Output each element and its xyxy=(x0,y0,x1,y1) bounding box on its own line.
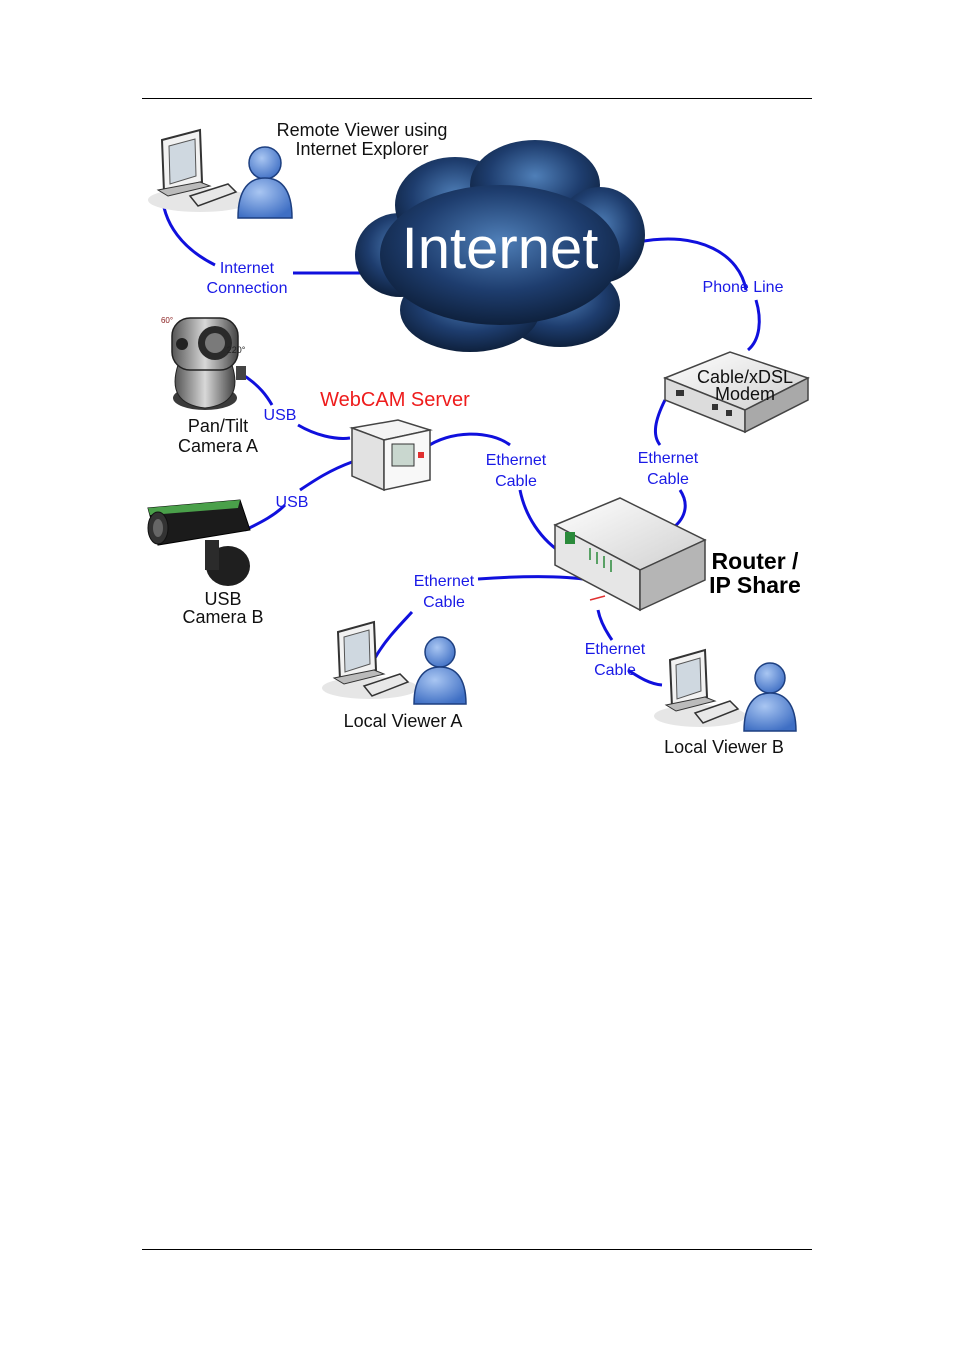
camera-a-angle-60: 60° xyxy=(161,316,173,325)
remote-viewer-person-icon xyxy=(237,146,293,219)
ethernet-modem-label-2: Cable xyxy=(647,471,689,488)
modem-label-2: Modem xyxy=(715,384,775,404)
internet-connection-label-1: Internet xyxy=(220,260,275,277)
link-phone-line xyxy=(637,237,748,291)
ethernet-server-label-2: Cable xyxy=(495,473,537,490)
router-label-2: IP Share xyxy=(709,572,801,598)
link-ethernet-local-a xyxy=(373,610,414,659)
link-server-ethernet xyxy=(424,432,511,450)
usb-a-label: USB xyxy=(264,407,297,424)
modem-device xyxy=(662,351,810,434)
ethernet-local-b-label-1: Ethernet xyxy=(585,641,646,658)
ethernet-server-label-1: Ethernet xyxy=(486,452,547,469)
internet-cloud: Internet xyxy=(355,140,645,352)
link-usb-server-a xyxy=(297,423,351,440)
webcam-server-label: WebCAM Server xyxy=(320,389,470,411)
link-router-ethernet-a xyxy=(477,575,591,582)
local-viewer-b-computer xyxy=(654,648,746,727)
ethernet-local-a-label-2: Cable xyxy=(423,594,465,611)
local-viewer-a-label: Local Viewer A xyxy=(344,711,463,731)
ethernet-local-b-label-2: Cable xyxy=(594,662,636,679)
local-viewer-a-person-icon xyxy=(413,636,467,705)
router-label-1: Router / xyxy=(712,548,800,574)
header-rule xyxy=(142,98,812,99)
local-viewer-b-person-icon xyxy=(743,662,797,732)
internet-label: Internet xyxy=(402,216,599,281)
camera-a-label-2: Camera A xyxy=(178,436,258,456)
link-phone-line-modem xyxy=(746,299,761,352)
camera-a-label-1: Pan/Tilt xyxy=(188,416,248,436)
link-modem-ethernet xyxy=(653,399,667,446)
usb-camera-icon xyxy=(147,499,251,586)
usb-b-label: USB xyxy=(276,494,309,511)
ethernet-modem-label-1: Ethernet xyxy=(638,450,699,467)
webcam-server-device xyxy=(349,419,433,492)
camera-a-angle-220: 220° xyxy=(227,345,246,355)
remote-viewer-computer xyxy=(148,128,252,212)
modem-label-1: Cable/xDSL xyxy=(697,367,793,387)
phone-line-label: Phone Line xyxy=(703,279,784,296)
pan-tilt-camera-icon xyxy=(171,317,246,410)
camera-b-label-2: Camera B xyxy=(182,607,263,627)
network-diagram: Internet Remote Viewer using Internet Ex… xyxy=(147,120,810,757)
link-router-ethernet-b xyxy=(596,609,614,641)
link-ethernet-local-b xyxy=(627,668,663,687)
local-viewer-a-computer xyxy=(322,620,418,699)
internet-connection-label-2: Connection xyxy=(207,280,288,297)
ethernet-local-a-label-1: Ethernet xyxy=(414,573,475,590)
link-usb-server-b xyxy=(299,460,353,492)
router-device xyxy=(553,497,707,612)
local-viewer-b-label: Local Viewer B xyxy=(664,737,784,757)
remote-viewer-label-2: Internet Explorer xyxy=(295,139,428,159)
remote-viewer-label-1: Remote Viewer using xyxy=(277,120,448,140)
footer-rule xyxy=(142,1249,812,1250)
camera-b-label-1: USB xyxy=(204,589,241,609)
